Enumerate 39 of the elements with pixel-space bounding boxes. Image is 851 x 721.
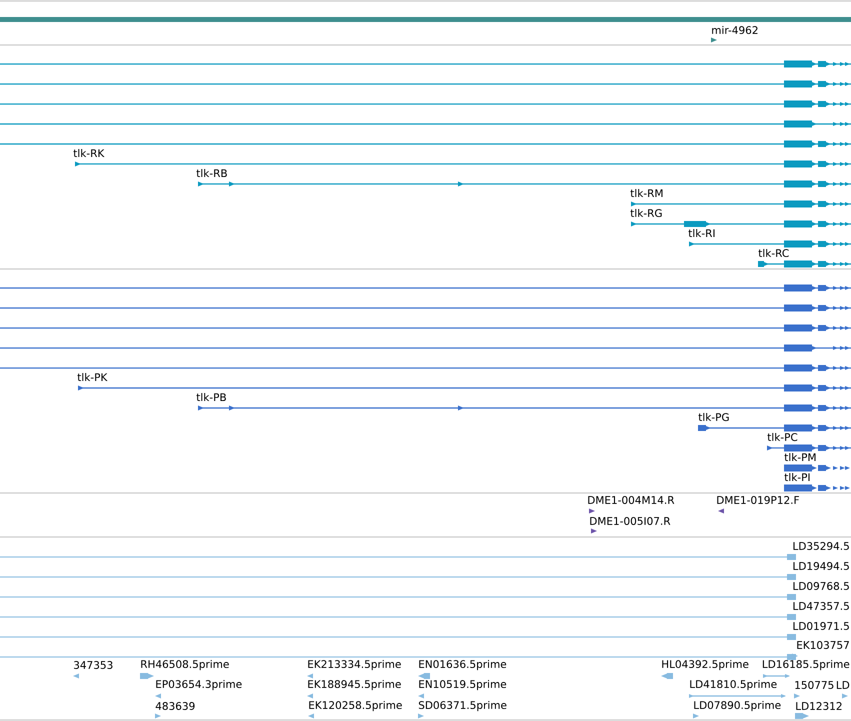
feature-label: 347353 xyxy=(74,661,112,669)
feature-label: LD47357.5 xyxy=(794,602,849,610)
feature-label: SD06371.5prime xyxy=(418,700,506,712)
feature-label: DME1-019P12.F xyxy=(717,496,799,504)
feature-label: LD xyxy=(836,681,850,689)
feature-label: LD19494.5 xyxy=(794,562,849,570)
feature-label: EN10519.5prime xyxy=(419,680,506,690)
feature-label: tlk-RC xyxy=(758,248,789,258)
feature-label: tlk-RG xyxy=(630,208,662,218)
feature-label: LD16185.5prime xyxy=(762,660,850,670)
feature-label: LD09768.5 xyxy=(794,582,849,590)
feature-label: mir-4962 xyxy=(712,26,758,34)
feature-label: 150775 xyxy=(795,681,834,689)
feature-label: tlk-RM xyxy=(630,189,662,197)
feature-label: LD07890.5prime xyxy=(694,700,781,712)
feature-label: tlk-PB xyxy=(196,393,226,401)
feature-label: tlk-PM xyxy=(784,453,816,461)
feature-label: RH46508.5prime xyxy=(141,660,229,670)
feature-label: tlk-PC xyxy=(768,432,798,442)
feature-label: LD01971.5 xyxy=(794,622,849,630)
feature-label: LD41810.5prime xyxy=(690,680,777,690)
feature-label: tlk-PI xyxy=(784,473,810,481)
feature-label: tlk-PK xyxy=(77,373,108,381)
feature-label: LD35294.5 xyxy=(794,542,849,550)
feature-label: EP03654.3prime xyxy=(156,680,242,690)
feature-label: tlk-RI xyxy=(688,229,714,237)
feature-label: EN01636.5prime xyxy=(419,660,506,670)
feature-label: tlk-RB xyxy=(196,169,227,177)
feature-label: tlk-RK xyxy=(73,149,104,157)
feature-label: 483639 xyxy=(156,702,195,710)
feature-label: EK188945.5prime xyxy=(308,680,401,690)
feature-label: EK213334.5prime xyxy=(308,660,401,670)
feature-label: LD12312 xyxy=(796,702,842,710)
feature-label: tlk-PG xyxy=(698,412,729,422)
feature-label: HL04392.5prime xyxy=(662,660,748,670)
feature-label: DME1-005I07.R xyxy=(590,517,670,525)
feature-label: DME1-004M14.R xyxy=(588,496,674,504)
feature-label: EK120258.5prime xyxy=(309,700,402,712)
feature-label: EK103757 xyxy=(797,641,849,649)
